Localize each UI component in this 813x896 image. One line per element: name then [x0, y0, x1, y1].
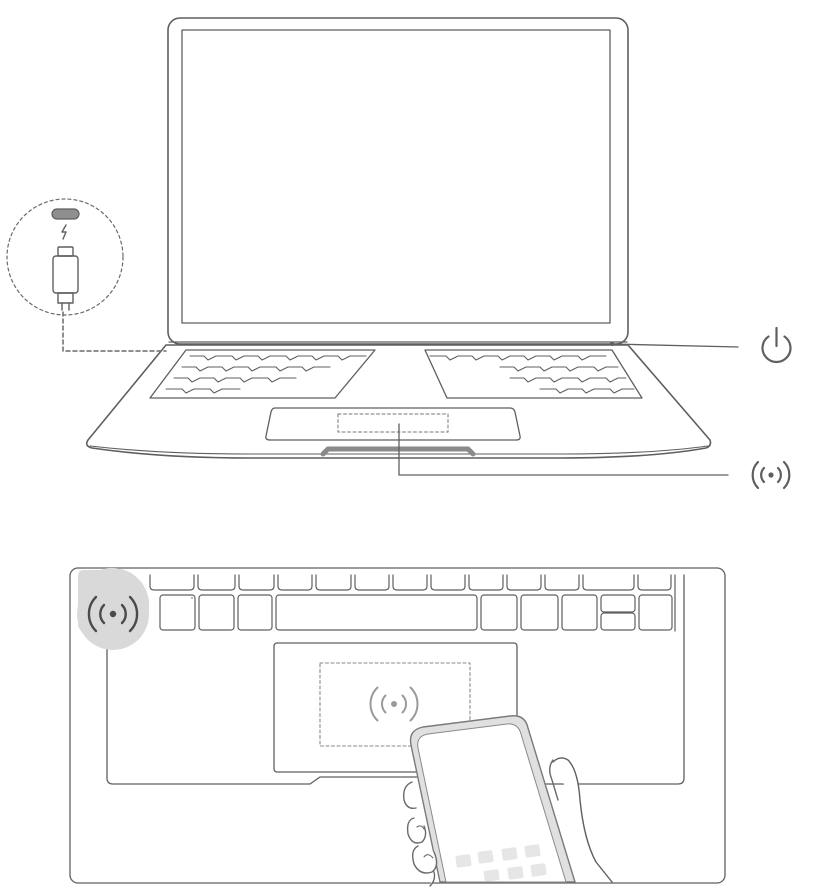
nfc-icon [751, 460, 791, 490]
smartphone [402, 715, 613, 887]
nfc-highlight [77, 567, 150, 650]
charging-bolt-icon [61, 224, 67, 240]
phone-screen [417, 723, 567, 883]
touchpad-nfc-area [337, 413, 449, 433]
detail-frame [69, 567, 726, 884]
detail-view [69, 567, 726, 887]
detail-touchpad [273, 642, 518, 773]
hand [402, 781, 438, 887]
keyboard-left [149, 349, 376, 399]
keyboard-right [424, 349, 643, 399]
detail-keyboard [149, 574, 676, 632]
usb-c-port [51, 208, 80, 220]
power-icon [761, 326, 792, 364]
nfc-icon [87, 595, 139, 633]
touchpad [265, 407, 521, 441]
laptop-lid [167, 17, 629, 345]
power-callout [610, 326, 792, 364]
front-notch [320, 446, 476, 457]
detail-nfc-area [319, 662, 471, 747]
laptop-base [85, 344, 712, 459]
nfc-callout [398, 423, 791, 490]
usb-c-port-inset [6, 198, 167, 352]
palm-rest [106, 574, 685, 785]
phone-app-grid [455, 844, 547, 882]
laptop [85, 17, 712, 459]
key-rows-left [165, 355, 367, 394]
usb-c-plug [52, 246, 79, 311]
laptop-screen [181, 29, 611, 324]
nfc-icon [369, 686, 419, 722]
key-rows-right [429, 355, 635, 394]
